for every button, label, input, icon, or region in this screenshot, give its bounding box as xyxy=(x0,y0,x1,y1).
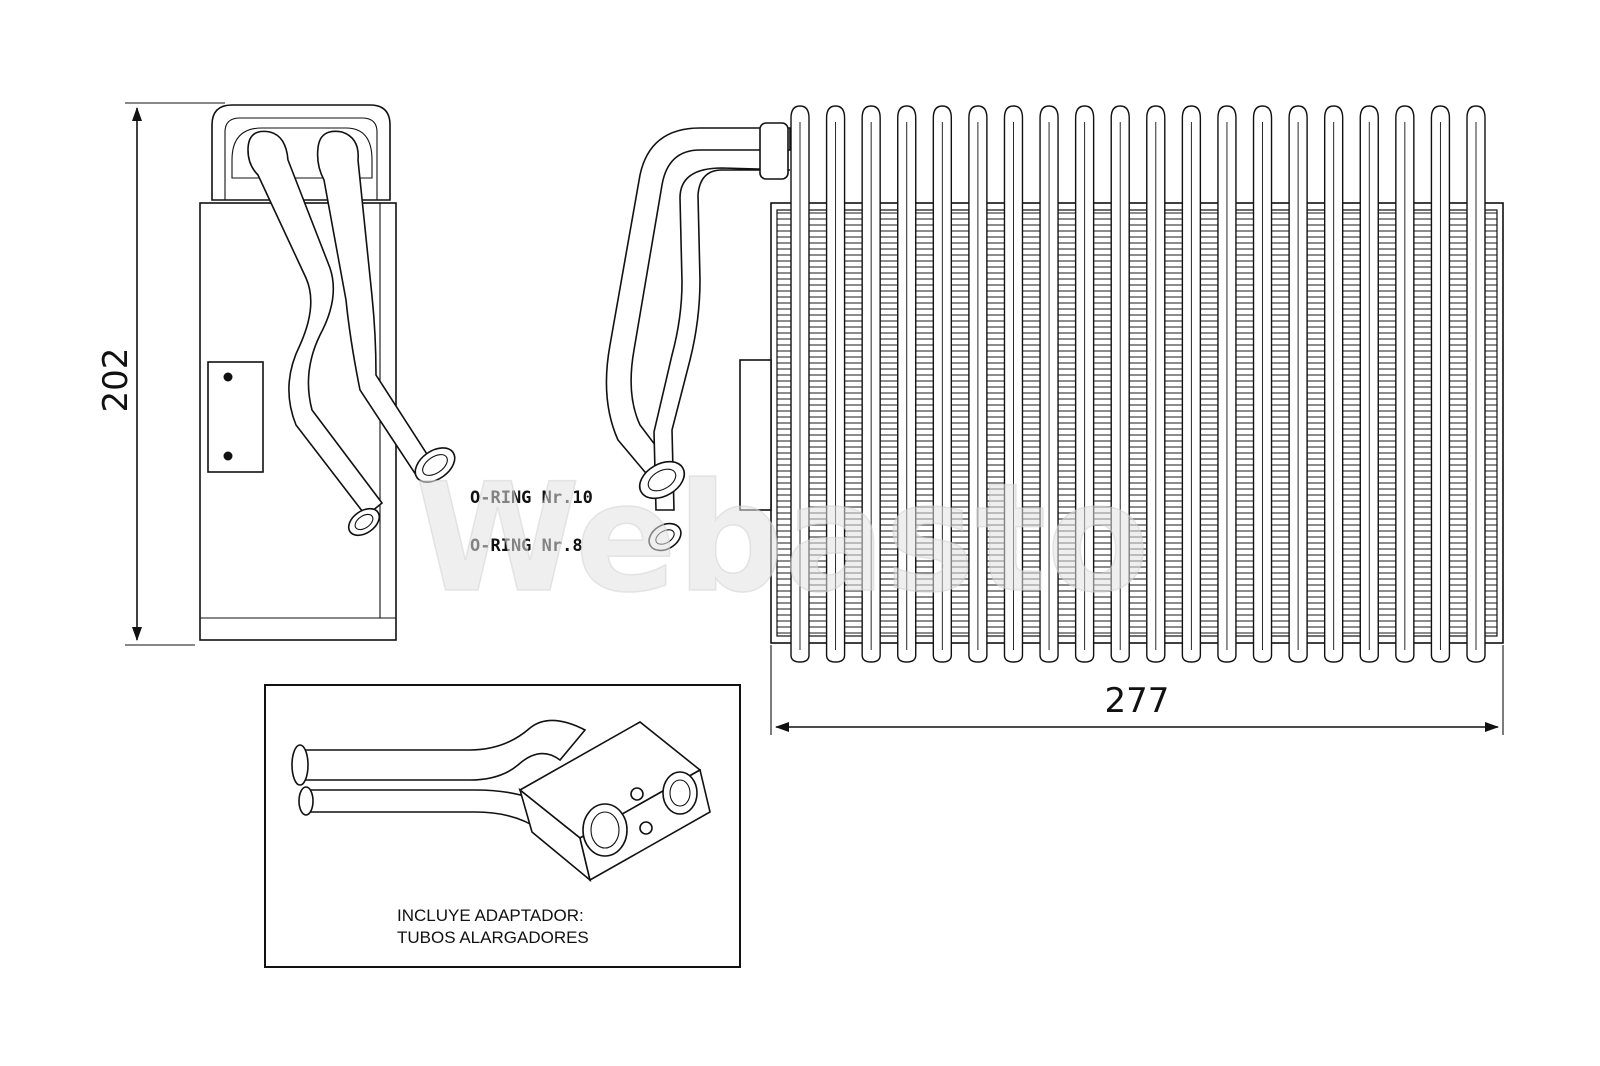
adapter-block xyxy=(518,721,711,883)
side-fitting-large xyxy=(414,447,456,483)
tube-end-lower xyxy=(298,786,314,816)
oring-label-small: O-RING Nr.8 xyxy=(470,536,583,556)
oring-label-large: O-RING Nr.10 xyxy=(470,488,593,508)
inset-note-line1: INCLUYE ADAPTADOR: xyxy=(397,906,584,925)
side-pipe-2 xyxy=(316,130,434,477)
bracket-hole xyxy=(223,372,233,382)
front-pipe-inner xyxy=(653,167,791,511)
width-dimension-label: 277 xyxy=(1105,681,1170,721)
side-fitting-small xyxy=(347,507,381,537)
webasto-watermark: Webasto xyxy=(415,452,1149,626)
front-fitting-large xyxy=(638,460,686,500)
front-fitting-small xyxy=(648,522,682,552)
bracket-hole xyxy=(223,451,233,461)
adapter-inset: INCLUYE ADAPTADOR: TUBOS ALARGADORES xyxy=(264,684,741,968)
inset-note-line2: TUBOS ALARGADORES xyxy=(397,928,589,947)
side-manifold-cap xyxy=(211,104,391,201)
adapter-port-large xyxy=(582,803,628,857)
height-dimension: 202 xyxy=(96,102,225,646)
front-mount-tab xyxy=(739,359,772,511)
adapter-bolt-hole xyxy=(630,787,644,801)
width-dimension: 277 xyxy=(770,645,1504,735)
adapter-bolt-hole xyxy=(639,821,653,835)
evaporator-tubes xyxy=(790,105,1486,663)
side-mount-bracket xyxy=(207,361,264,473)
extension-tube-upper xyxy=(297,719,587,781)
adapter-port-medium xyxy=(662,771,698,815)
front-pipe-outer xyxy=(605,127,791,480)
side-view xyxy=(199,104,456,641)
tube-end-upper xyxy=(291,744,309,786)
front-view xyxy=(605,105,1504,663)
side-pipe-1 xyxy=(247,130,384,518)
front-pipe-coupling xyxy=(759,122,789,180)
height-dimension-label: 202 xyxy=(96,348,136,413)
